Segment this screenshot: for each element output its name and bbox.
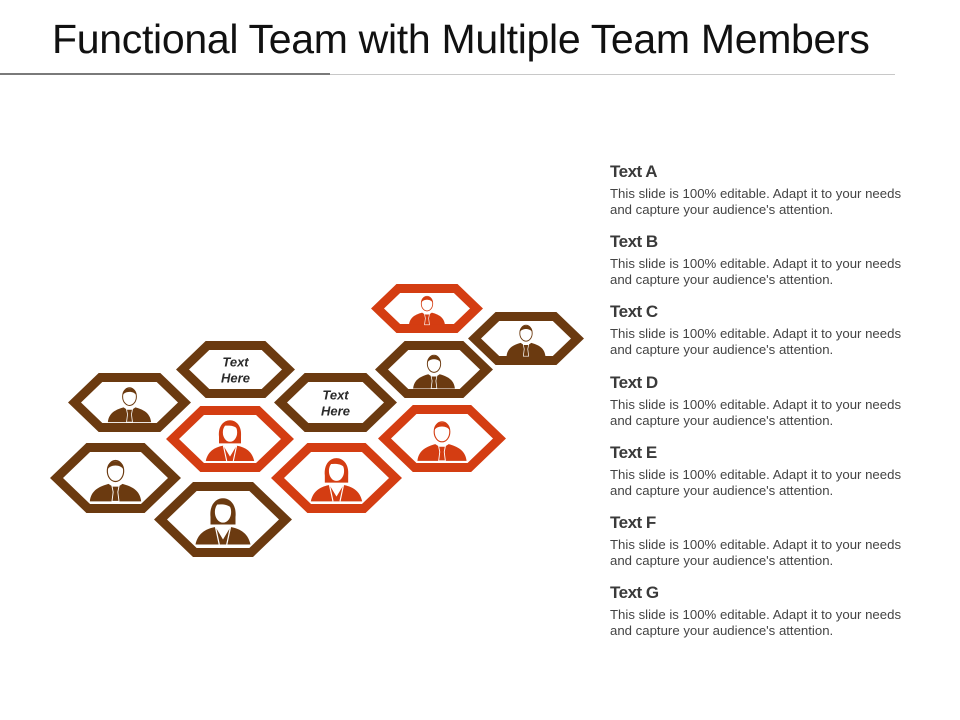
item-body: This slide is 100% editable. Adapt it to… — [610, 326, 902, 358]
hexagon-member-4 — [378, 405, 506, 472]
hexagon-frame — [176, 341, 295, 398]
hexagon-label: Text — [322, 388, 349, 403]
businessman-icon — [107, 387, 152, 423]
businessman-icon — [413, 354, 455, 389]
hexagon-member-2 — [468, 312, 584, 365]
item-title: Text A — [610, 162, 658, 181]
text-item-c: Text C This slide is 100% editable. Adapt… — [610, 301, 910, 371]
hexagon-member-8 — [166, 406, 294, 472]
item-body: This slide is 100% editable. Adapt it to… — [610, 607, 902, 639]
hexagon-member-3 — [375, 341, 493, 398]
title-underline — [330, 74, 895, 75]
item-body: This slide is 100% editable. Adapt it to… — [610, 256, 902, 288]
item-title: Text G — [610, 583, 659, 603]
businesswoman-icon — [195, 498, 251, 545]
text-item-list: Text A This slide is 100% editable. Adapt… — [610, 161, 910, 652]
hexagon-member-6 — [271, 443, 402, 513]
item-title: Text F — [610, 512, 656, 532]
text-item-g: Text G This slide is 100% editable. Adapt… — [610, 582, 910, 652]
businessman-icon — [89, 459, 142, 502]
hexagon-member-10 — [50, 443, 181, 513]
hexagon-label: Text — [222, 355, 249, 370]
hexagon-label: Here — [321, 404, 350, 419]
hexagon-member-11 — [154, 482, 292, 557]
item-body: This slide is 100% editable. Adapt it to… — [610, 536, 902, 568]
item-body: This slide is 100% editable. Adapt it to… — [610, 466, 902, 498]
businessman-icon — [506, 324, 546, 357]
title-underline-accent — [0, 73, 330, 75]
businessman-icon — [417, 421, 467, 462]
hexagon-member-9 — [68, 373, 191, 432]
text-item-a: Text A This slide is 100% editable. Adapt… — [610, 161, 910, 231]
slide-title: Functional Team with Multiple Team Membe… — [52, 16, 870, 62]
hexagon-frame — [274, 373, 397, 432]
item-body: This slide is 100% editable. Adapt it to… — [610, 396, 902, 428]
item-title: Text D — [610, 372, 658, 392]
hexagon-member-1 — [371, 284, 483, 333]
text-item-d: Text D This slide is 100% editable. Adapt… — [610, 372, 910, 442]
text-item-e: Text E This slide is 100% editable. Adapt… — [610, 442, 910, 512]
text-item-b: Text B This slide is 100% editable. Adapt… — [610, 231, 910, 301]
businesswoman-icon — [310, 458, 363, 502]
hexagon-label: Here — [221, 371, 250, 386]
text-item-f: Text F This slide is 100% editable. Adapt… — [610, 512, 910, 582]
businessman-icon — [409, 295, 445, 326]
item-title: Text C — [610, 302, 658, 322]
item-title: Text B — [610, 232, 658, 252]
item-title: Text E — [610, 442, 657, 462]
item-body: This slide is 100% editable. Adapt it to… — [610, 186, 902, 217]
businesswoman-icon — [205, 420, 255, 462]
